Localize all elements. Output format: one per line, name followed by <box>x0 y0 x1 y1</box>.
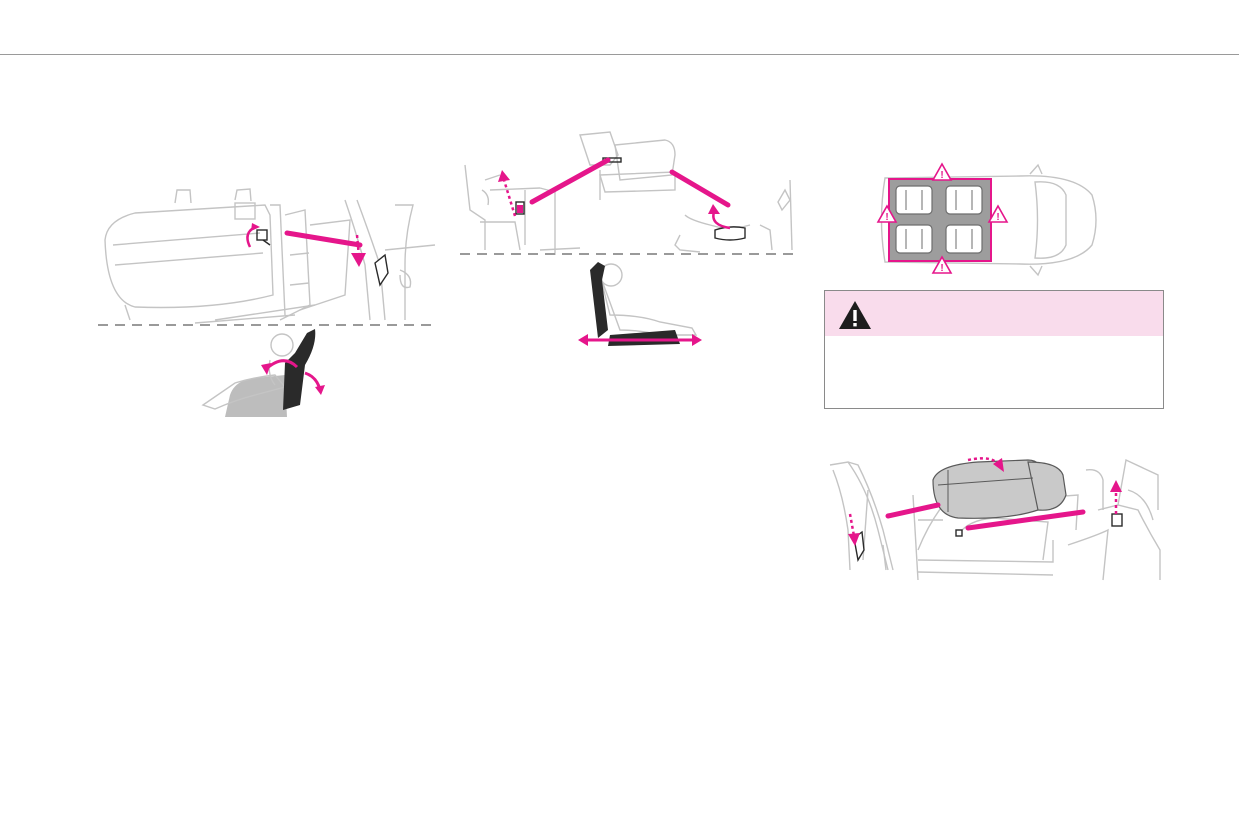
seat-slide-icon <box>578 262 702 346</box>
svg-text:!: ! <box>940 170 943 181</box>
warning-header <box>825 291 1163 336</box>
seat-recline-icon <box>201 329 325 417</box>
vehicle-top-view-illustration: ! ! ! ! <box>876 162 1097 277</box>
header-divider <box>0 54 1239 55</box>
warning-box <box>824 290 1164 409</box>
seat-slide-illustration <box>460 131 798 346</box>
vehicle-top-view-icon: ! ! ! ! <box>876 162 1097 277</box>
warning-triangle-icon <box>839 301 871 329</box>
svg-text:!: ! <box>940 263 943 274</box>
svg-text:!: ! <box>996 212 999 223</box>
seat-fold-illustration <box>829 457 1161 581</box>
svg-text:!: ! <box>885 212 888 223</box>
seat-backrest-illustration <box>98 188 436 417</box>
